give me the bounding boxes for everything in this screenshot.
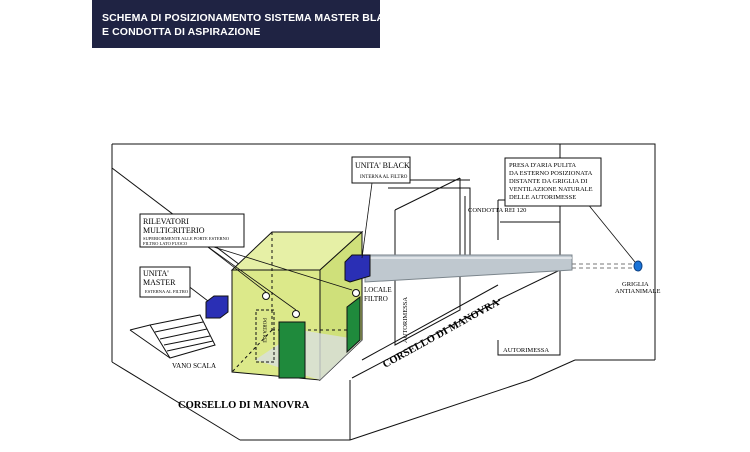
diagram-title-line-1: SCHEMA DI POSIZIONAMENTO SISTEMA MASTER … — [102, 12, 400, 24]
rilevatori-title-1: RILEVATORI — [143, 217, 189, 226]
rilevatori-title-2: MULTICRITERIO — [143, 226, 205, 235]
porta-rei-side — [346, 295, 361, 354]
condotta-aspirazione — [364, 254, 635, 283]
presa-aria-label-box — [504, 157, 602, 207]
vano-scala-label: VANO SCALA — [172, 362, 216, 370]
corsello-diagonal-label: CORSELLO DI MANOVRA — [381, 297, 502, 370]
diagram-title-line-2: E CONDOTTA DI ASPIRAZIONE — [102, 26, 261, 38]
locale-filtro-label-1: LOCALE — [364, 286, 392, 294]
unita-black-label-box — [351, 156, 411, 184]
title-banner: SCHEMA DI POSIZIONAMENTO SISTEMA MASTER … — [92, 0, 399, 48]
presa-aria-line-5: DELLE AUTORIMESSE — [509, 194, 576, 201]
presa-aria-line-1: PRESA D'ARIA PULITA — [509, 162, 576, 169]
porta-rei-label: PORTA REI — [261, 318, 266, 343]
condotta-rei-label: CONDOTTA REI 120 — [468, 207, 526, 214]
unita-master-label-box — [139, 266, 191, 298]
rilevatori-label-box — [139, 213, 245, 248]
griglia-label-1: GRIGLIA — [622, 281, 649, 288]
unita-master-unit — [205, 295, 229, 319]
locale-filtro-label-2: FILTRO — [364, 295, 388, 303]
unita-master-subtitle: ESTERNA AL FILTRO — [145, 289, 189, 294]
unita-black-title: UNITA' BLACK — [355, 161, 410, 170]
presa-aria-line-4: VENTILAZIONE NATURALE — [509, 186, 593, 193]
rilevatori-subtitle-2: FILTRO LATO FUOCO — [143, 241, 188, 246]
corsello-bottom-label: CORSELLO DI MANOVRA — [178, 400, 310, 411]
autorimessa-floor-label: AUTORIMESSA — [503, 347, 549, 354]
unita-black-subtitle: INTERNA AL FILTRO — [360, 175, 408, 180]
griglia-label-2: ANTIANIMALE — [615, 288, 661, 295]
presa-aria-line-3: DISTANTE DA GRIGLIA DI — [509, 178, 587, 185]
unita-black-unit — [344, 254, 371, 283]
autorimessa-vertical-label: AUTORIMESSA — [402, 297, 409, 343]
griglia-antianimale-icon — [633, 260, 643, 272]
unita-master-title-1: UNITA' — [143, 269, 169, 278]
unita-master-title-2: MASTER — [143, 278, 176, 287]
detector-icons — [262, 289, 360, 318]
porta-rei-front — [278, 321, 306, 379]
presa-aria-line-2: DA ESTERNO POSIZIONATA — [509, 170, 593, 177]
staircase — [129, 314, 216, 359]
rilevatori-subtitle-1: SUPERIORMENTE ALLE PORTE ESTERNO — [143, 236, 230, 241]
